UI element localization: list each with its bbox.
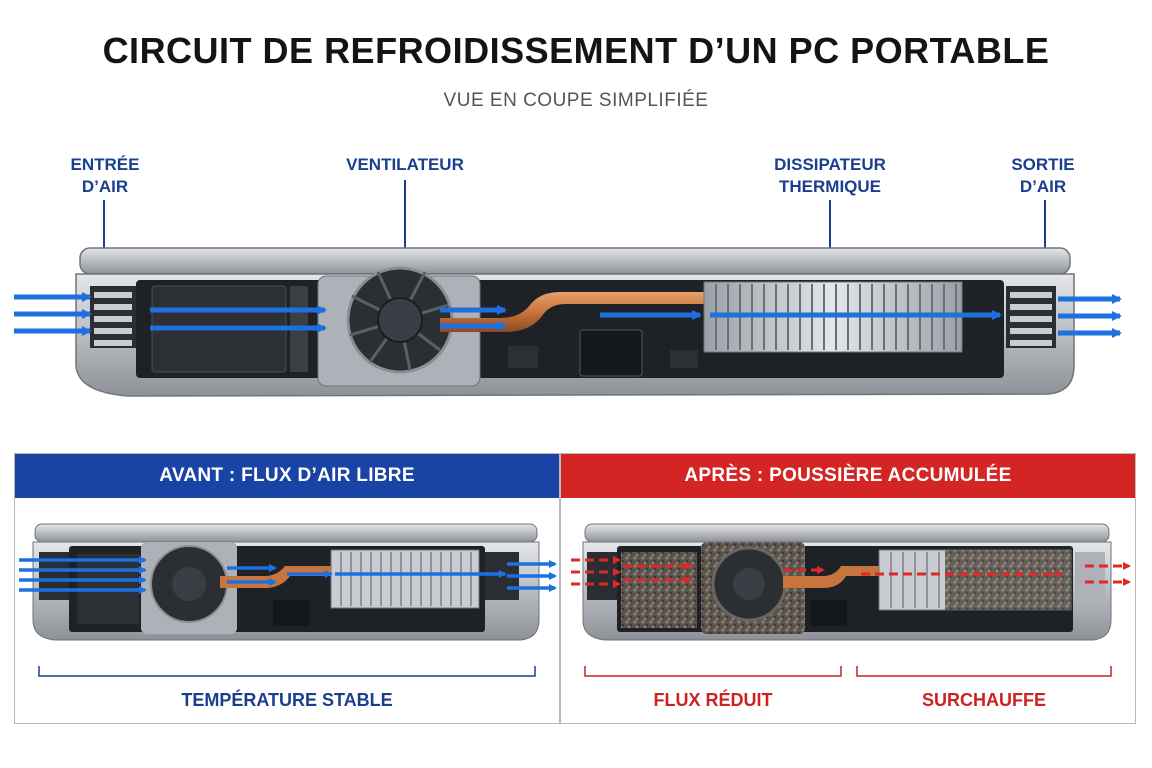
callout-air-inlet: ENTRÉE D’AIR (70, 155, 140, 196)
laptop-lid (79, 247, 1071, 275)
label-reduced-flow: FLUX RÉDUIT (653, 690, 773, 710)
chip (670, 350, 698, 368)
bracket-reduced-flow (584, 666, 1112, 677)
intake-vent (90, 286, 136, 348)
laptop-before (19, 523, 557, 641)
panel-before-header: AVANT : FLUX D’AIR LIBRE (15, 454, 559, 498)
panel-before: AVANT : FLUX D’AIR LIBRE (14, 453, 560, 724)
label-overheating: SURCHAUFFE (922, 690, 1046, 710)
label-stable-temperature: TEMPÉRATURE STABLE (181, 690, 393, 710)
chip (508, 346, 538, 368)
airflow-arrows (14, 292, 1122, 338)
callout-fan: VENTILATEUR (346, 155, 464, 174)
exhaust-vent (1006, 286, 1056, 348)
diagram-subtitle: VUE EN COUPE SIMPLIFIÉE (443, 90, 709, 111)
panel-after: APRÈS : POUSSIÈRE ACCUMULÉE (560, 453, 1136, 724)
laptop-after (571, 523, 1131, 641)
chip (579, 329, 643, 377)
fan (317, 266, 481, 387)
callout-heatsink: DISSIPATEUR THERMIQUE (774, 155, 886, 196)
panel-after-header: APRÈS : POUSSIÈRE ACCUMULÉE (561, 454, 1135, 498)
diagram-title: CIRCUIT DE REFROIDISSEMENT D’UN PC PORTA… (102, 30, 1050, 71)
bracket-stable (38, 666, 536, 677)
callout-air-outlet: SORTIE D’AIR (1011, 155, 1075, 196)
laptop-cross-section (14, 180, 1122, 397)
